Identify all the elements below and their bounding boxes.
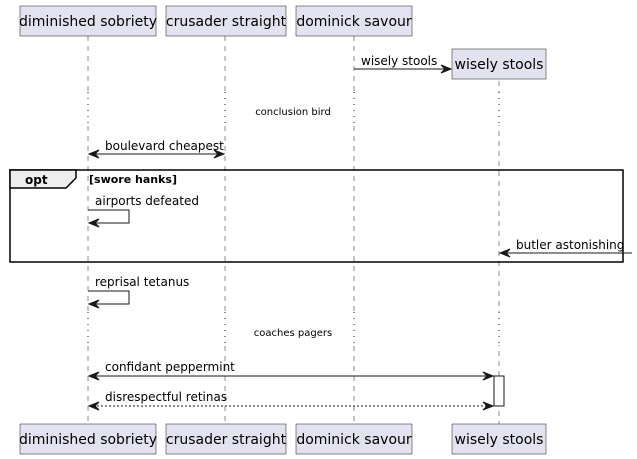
participant-label: wisely stools [455,57,544,73]
message-label: boulevard cheapest [105,139,224,153]
participant-label: crusader straight [166,14,287,30]
participant-created-wisely-stools[interactable]: wisely stools [451,48,547,80]
participant-bottom-diminished-sobriety[interactable]: diminished sobriety [19,423,157,455]
arrowhead-icon [498,248,511,258]
arrowhead-icon [87,299,100,309]
message-wisely-stools: wisely stools [354,54,453,74]
participant-top-diminished-sobriety[interactable]: diminished sobriety [19,5,157,37]
message-boulevard-cheapest: boulevard cheapest [87,139,226,159]
message-airports-defeated: airports defeated [87,194,199,228]
participant-top-crusader-straight[interactable]: crusader straight [165,5,287,37]
delay-label: coaches pagers [254,328,332,339]
message-label: confidant peppermint [105,360,235,374]
message-disrespectful-retinas: disrespectful retinas [87,390,495,411]
message-butler-astonishing: butler astonishing [498,238,632,258]
message-label: reprisal tetanus [95,275,189,289]
fragment-tab [9,169,77,189]
participant-label: dominick savour [296,14,412,30]
delay-gap-1 [80,92,510,125]
participant-bottom-wisely-stools[interactable]: wisely stools [451,423,547,455]
opt-fragment: opt [swore hanks] [9,169,624,263]
arrowhead-icon [482,371,495,381]
message-label: wisely stools [361,54,437,68]
delay-gap-2 [80,312,510,345]
participant-label: diminished sobriety [19,432,157,448]
arrowhead-icon [87,371,100,381]
participant-label: crusader straight [166,432,287,448]
arrowhead-icon [440,64,453,74]
fragment-keyword: opt [25,173,48,187]
message-label: butler astonishing [516,238,624,252]
arrowhead-icon [213,149,226,159]
participant-bottom-dominick-savour[interactable]: dominick savour [295,423,413,455]
arrowhead-icon [87,401,100,411]
participant-label: dominick savour [296,432,412,448]
participant-bottom-crusader-straight[interactable]: crusader straight [165,423,287,455]
message-reprisal-tetanus: reprisal tetanus [87,275,189,309]
fragment-guard: [swore hanks] [89,173,177,186]
participant-label: wisely stools [455,432,544,448]
delay-label: conclusion bird [255,107,331,118]
participant-top-dominick-savour[interactable]: dominick savour [295,5,413,37]
message-label: airports defeated [95,194,199,208]
arrowhead-icon [87,149,100,159]
message-label: disrespectful retinas [105,390,227,404]
arrowhead-icon [87,218,100,228]
participant-label: diminished sobriety [19,14,157,30]
activation-bar [493,375,505,407]
arrowhead-icon [482,401,495,411]
message-confidant-peppermint: confidant peppermint [87,360,495,381]
